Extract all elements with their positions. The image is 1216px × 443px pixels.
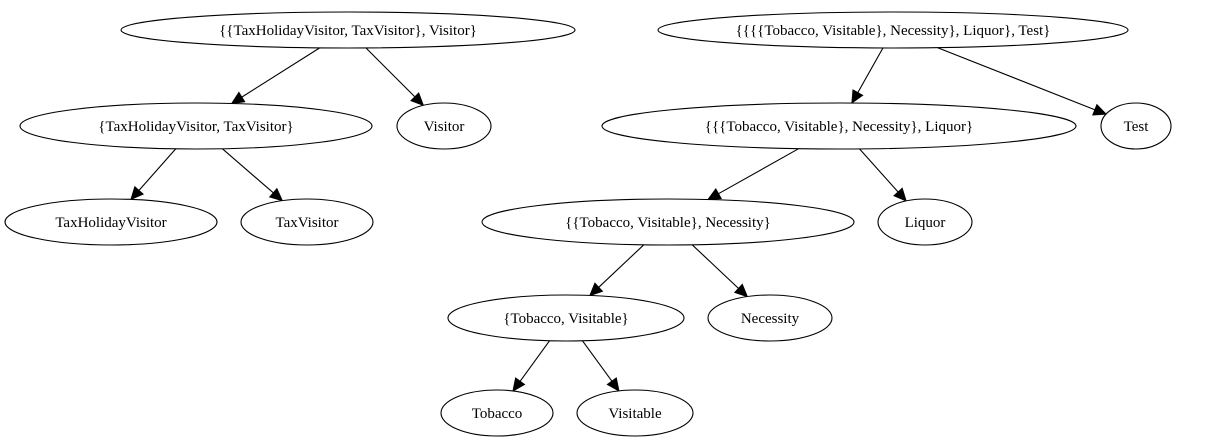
arrowhead-icon — [130, 185, 145, 201]
node-label: TaxVisitor — [275, 215, 338, 231]
edge-line — [598, 244, 645, 288]
edge-n7-to-n9 — [706, 148, 799, 201]
node-label: Test — [1124, 119, 1150, 135]
arrowhead-icon — [268, 187, 284, 202]
edge-n6-to-n8 — [937, 47, 1108, 116]
node-tobacco-visitable: {Tobacco, Visitable} — [447, 294, 685, 342]
edges-layer — [130, 47, 1108, 392]
arrowhead-icon — [512, 377, 526, 392]
node-tobacco-visitable-necessity-liquor-test: {{{{Tobacco, Visitable}, Necessity}, Liq… — [657, 11, 1129, 49]
edge-line — [365, 47, 416, 98]
node-label: {Tobacco, Visitable} — [503, 311, 628, 327]
arrowhead-icon — [893, 187, 907, 202]
edge-n9-to-n11 — [589, 244, 645, 297]
node-ellipse — [601, 102, 1077, 150]
arrowhead-icon — [410, 92, 425, 107]
node-label: {TaxHolidayVisitor, TaxVisitor} — [98, 119, 293, 135]
arrowhead-icon — [733, 283, 749, 298]
edge-n1-to-n2 — [230, 47, 320, 105]
edge-n1-to-n3 — [365, 47, 425, 107]
edge-n2-to-n4 — [130, 148, 177, 201]
arrowhead-icon — [1092, 103, 1108, 116]
node-ellipse — [447, 294, 685, 342]
node-tobacco-visitable-necessity-liquor: {{{Tobacco, Visitable}, Necessity}, Liqu… — [601, 102, 1077, 150]
node-liquor: Liquor — [877, 198, 973, 246]
edge-line — [241, 47, 320, 98]
edge-line — [519, 340, 550, 382]
node-test: Test — [1100, 102, 1172, 150]
edge-line — [859, 148, 899, 193]
node-ellipse — [19, 102, 373, 150]
arrowhead-icon — [606, 377, 620, 392]
edge-n11-to-n13 — [512, 340, 550, 392]
node-ellipse — [657, 11, 1129, 49]
node-ellipse — [396, 102, 492, 150]
nodes-layer: {{TaxHolidayVisitor, TaxVisitor}, Visito… — [4, 11, 1172, 437]
node-label: TaxHolidayVisitor — [55, 215, 166, 231]
node-taxholidayvisitor-taxvisitor-visitor: {{TaxHolidayVisitor, TaxVisitor}, Visito… — [120, 11, 576, 49]
node-tobacco-visitable-necessity: {{Tobacco, Visitable}, Necessity} — [481, 198, 855, 246]
edge-n6-to-n7 — [851, 47, 884, 105]
node-ellipse — [707, 294, 833, 342]
arrowhead-icon — [589, 282, 604, 297]
node-visitor: Visitor — [396, 102, 492, 150]
node-taxholidayvisitor: TaxHolidayVisitor — [4, 198, 218, 246]
edge-line — [582, 340, 613, 382]
node-ellipse — [240, 198, 374, 246]
edge-line — [718, 148, 799, 195]
node-taxvisitor: TaxVisitor — [240, 198, 374, 246]
edge-n7-to-n10 — [859, 148, 907, 202]
node-ellipse — [576, 389, 694, 437]
node-ellipse — [4, 198, 218, 246]
edge-line — [221, 148, 274, 194]
arrowhead-icon — [706, 187, 723, 201]
edge-n9-to-n12 — [691, 244, 749, 298]
node-label: Liquor — [905, 215, 946, 231]
node-ellipse — [120, 11, 576, 49]
edge-line — [937, 47, 1096, 111]
edge-line — [138, 148, 177, 191]
edge-line — [691, 244, 739, 289]
node-ellipse — [481, 198, 855, 246]
node-visitable: Visitable — [576, 389, 694, 437]
node-ellipse — [1100, 102, 1172, 150]
arrowhead-icon — [230, 91, 246, 105]
edge-line — [857, 47, 884, 93]
node-label: Necessity — [741, 311, 800, 327]
node-label: Visitable — [608, 406, 662, 422]
node-taxholidayvisitor-taxvisitor: {TaxHolidayVisitor, TaxVisitor} — [19, 102, 373, 150]
node-ellipse — [440, 389, 554, 437]
node-tobacco: Tobacco — [440, 389, 554, 437]
node-label: Tobacco — [472, 406, 523, 422]
node-ellipse — [877, 198, 973, 246]
node-label: {{Tobacco, Visitable}, Necessity} — [565, 215, 771, 231]
edge-n11-to-n14 — [582, 340, 620, 392]
node-label: {{TaxHolidayVisitor, TaxVisitor}, Visito… — [219, 23, 477, 39]
node-label: {{{Tobacco, Visitable}, Necessity}, Liqu… — [705, 119, 973, 135]
node-label: {{{{Tobacco, Visitable}, Necessity}, Liq… — [736, 23, 1051, 39]
edge-n2-to-n5 — [221, 148, 284, 202]
node-necessity: Necessity — [707, 294, 833, 342]
arrowhead-icon — [851, 89, 864, 105]
node-label: Visitor — [424, 119, 465, 135]
